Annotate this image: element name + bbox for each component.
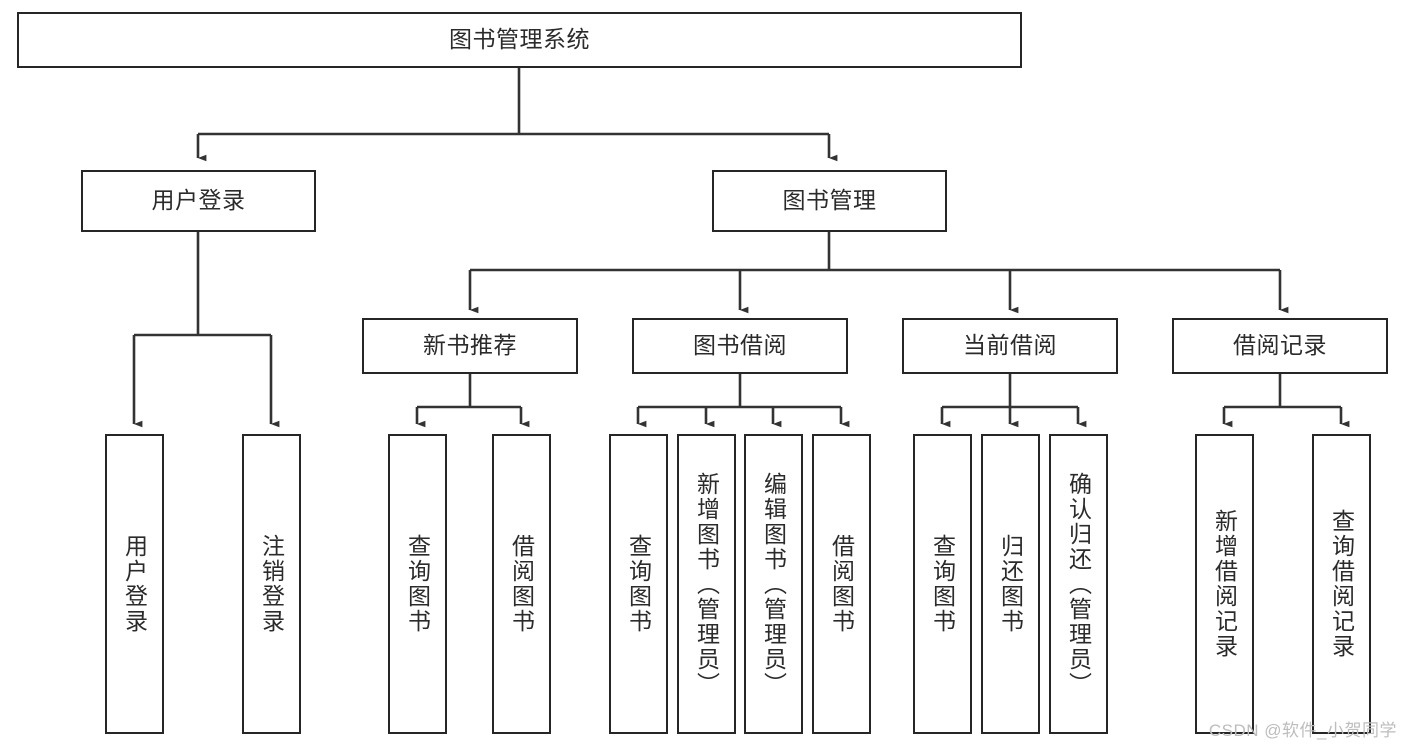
node-label: 新书推荐 xyxy=(423,332,517,359)
node-label: 图书管理 xyxy=(782,187,877,214)
leaf-user-login-signin[interactable]: 用户登录 xyxy=(105,434,164,734)
leaf-book-borrow-lend[interactable]: 借阅图书 xyxy=(812,434,871,734)
node-label: 查询图书 xyxy=(929,534,956,634)
node-label: 查询图书 xyxy=(625,534,652,634)
node-current-borrow[interactable]: 当前借阅 xyxy=(902,318,1118,374)
node-label: 借阅记录 xyxy=(1233,332,1327,359)
node-label: 查询图书 xyxy=(404,534,431,634)
leaf-book-borrow-query[interactable]: 查询图书 xyxy=(609,434,668,734)
node-borrow-record[interactable]: 借阅记录 xyxy=(1172,318,1388,374)
leaf-book-borrow-add[interactable]: 新增图书（管理员） xyxy=(677,434,736,734)
leaf-new-book-query[interactable]: 查询图书 xyxy=(388,434,447,734)
node-new-book-recommend[interactable]: 新书推荐 xyxy=(362,318,578,374)
node-label: 借阅图书 xyxy=(828,534,855,634)
csdn-watermark: CSDN @软件_小贺同学 xyxy=(1208,721,1397,740)
node-label: 新增借阅记录 xyxy=(1211,509,1238,659)
node-label: 图书借阅 xyxy=(693,332,787,359)
node-label: 用户登录 xyxy=(151,187,246,214)
leaf-current-borrow-query[interactable]: 查询图书 xyxy=(913,434,972,734)
node-label: 注销登录 xyxy=(258,534,285,634)
node-label: 图书管理系统 xyxy=(449,26,590,53)
node-label: 确认归还（管理员） xyxy=(1065,471,1092,697)
leaf-user-login-signout[interactable]: 注销登录 xyxy=(242,434,301,734)
leaf-current-borrow-return[interactable]: 归还图书 xyxy=(981,434,1040,734)
node-label: 当前借阅 xyxy=(963,332,1057,359)
leaf-new-book-borrow[interactable]: 借阅图书 xyxy=(492,434,551,734)
leaf-borrow-record-add[interactable]: 新增借阅记录 xyxy=(1195,434,1254,734)
leaf-current-borrow-confirm-return[interactable]: 确认归还（管理员） xyxy=(1049,434,1108,734)
node-root-system[interactable]: 图书管理系统 xyxy=(17,12,1022,68)
node-book-management[interactable]: 图书管理 xyxy=(712,170,947,232)
node-label: 归还图书 xyxy=(997,534,1024,634)
node-user-login[interactable]: 用户登录 xyxy=(81,170,316,232)
node-label: 用户登录 xyxy=(121,534,148,634)
node-label: 编辑图书（管理员） xyxy=(760,471,787,697)
node-book-borrow[interactable]: 图书借阅 xyxy=(632,318,848,374)
node-label: 借阅图书 xyxy=(508,534,535,634)
node-label: 查询借阅记录 xyxy=(1328,509,1355,659)
leaf-borrow-record-query[interactable]: 查询借阅记录 xyxy=(1312,434,1371,734)
node-label: 新增图书（管理员） xyxy=(693,471,720,697)
leaf-book-borrow-edit[interactable]: 编辑图书（管理员） xyxy=(744,434,803,734)
